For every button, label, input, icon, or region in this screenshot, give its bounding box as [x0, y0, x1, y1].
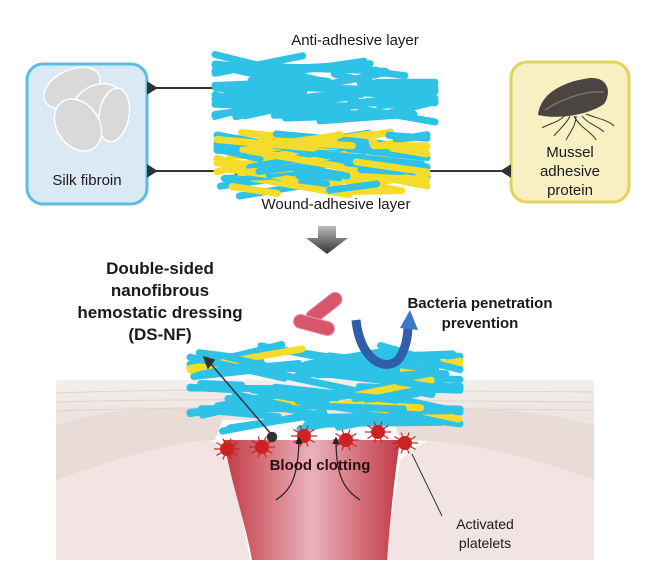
wound-adhesive-label: Wound-adhesive layer	[261, 196, 411, 213]
mussel-protein-label: Mussel adhesive protein	[511, 143, 629, 200]
blue-fiber	[290, 348, 351, 364]
bacteria-icon	[292, 291, 343, 337]
blue-fiber	[301, 402, 408, 413]
platelets-pointer	[411, 453, 443, 517]
clotting-arrows	[275, 436, 361, 501]
dsnf-label-line: nanofibrous	[110, 281, 210, 300]
dsnf-label-line: Double-sided	[106, 259, 214, 278]
platelet-icon	[365, 421, 391, 443]
yellow-fiber	[228, 183, 281, 197]
blue-fiber	[213, 145, 264, 163]
blue-fiber	[347, 98, 419, 109]
wound-adhesive-fiber-mat	[213, 128, 431, 200]
blue-fiber	[362, 390, 421, 403]
blue-fiber	[211, 61, 281, 83]
blue-fiber	[367, 412, 421, 427]
bacteria-label-line: prevention	[441, 315, 519, 332]
mussel-label-line: adhesive	[539, 163, 601, 180]
blue-fiber	[326, 87, 421, 100]
mussel-label-line: Mussel	[546, 144, 594, 161]
yellow-fiber	[352, 158, 431, 176]
mussel-icon	[538, 77, 615, 141]
platelets-label-line: Activated	[456, 516, 514, 532]
dsnf-label-line: hemostatic dressing	[77, 303, 243, 322]
blue-fiber	[197, 380, 246, 389]
blood-clotting-label: Blood clotting	[269, 457, 371, 474]
activated-platelets-group	[214, 421, 418, 460]
platelet-icon	[333, 429, 359, 451]
blue-fiber	[326, 180, 381, 194]
platelets-label-line: platelets	[458, 535, 512, 551]
silk-fibroin-label: Silk fibroin	[52, 172, 122, 189]
blue-fiber	[347, 84, 439, 95]
activated-platelets-label: Activated platelets	[430, 515, 540, 553]
blue-fiber	[316, 110, 418, 125]
yellow-fiber	[244, 147, 346, 171]
blue-fiber	[211, 91, 298, 118]
blue-fiber	[212, 83, 330, 115]
down-arrow-icon	[306, 226, 348, 254]
blue-fiber	[222, 353, 288, 374]
blue-fiber	[226, 413, 310, 432]
yellow-fiber	[257, 136, 356, 150]
deflection-arrow-icon	[351, 310, 418, 369]
mussel-protein-box	[509, 60, 631, 204]
blue-fiber	[315, 69, 390, 90]
blue-fiber	[301, 413, 372, 422]
dsnf-label-line: (DS-NF)	[128, 325, 192, 344]
blue-fiber	[382, 373, 464, 383]
blue-fiber	[385, 131, 431, 142]
platelet-icon	[291, 425, 317, 447]
blue-fiber	[186, 383, 241, 394]
bacteria-prevention-label: Bacteria penetration prevention	[385, 294, 575, 334]
anti-adhesive-label: Anti-adhesive layer	[291, 32, 419, 49]
bacteria-label-line: Bacteria penetration	[407, 295, 553, 312]
blue-fiber	[394, 378, 442, 392]
anti-adhesive-fiber-mat	[211, 50, 439, 126]
silk-fibroin-box	[25, 62, 149, 206]
dsnf-dressing-fibers	[186, 341, 464, 435]
platelet-icon	[392, 432, 418, 454]
yellow-fiber	[347, 187, 406, 195]
mussel-label-line: protein	[547, 182, 593, 199]
platelet-icon	[249, 436, 275, 458]
blue-fiber	[214, 391, 281, 410]
skin-tissue	[55, 380, 595, 560]
platelet-icon	[214, 438, 240, 460]
blue-fiber	[255, 163, 302, 175]
dsnf-label: Double-sided nanofibrous hemostatic dres…	[60, 258, 260, 346]
dsnf-pointer	[202, 355, 278, 443]
wound-blood-channel	[224, 440, 400, 560]
silk-cocoon-icon	[43, 66, 131, 152]
blue-fiber	[288, 57, 368, 76]
